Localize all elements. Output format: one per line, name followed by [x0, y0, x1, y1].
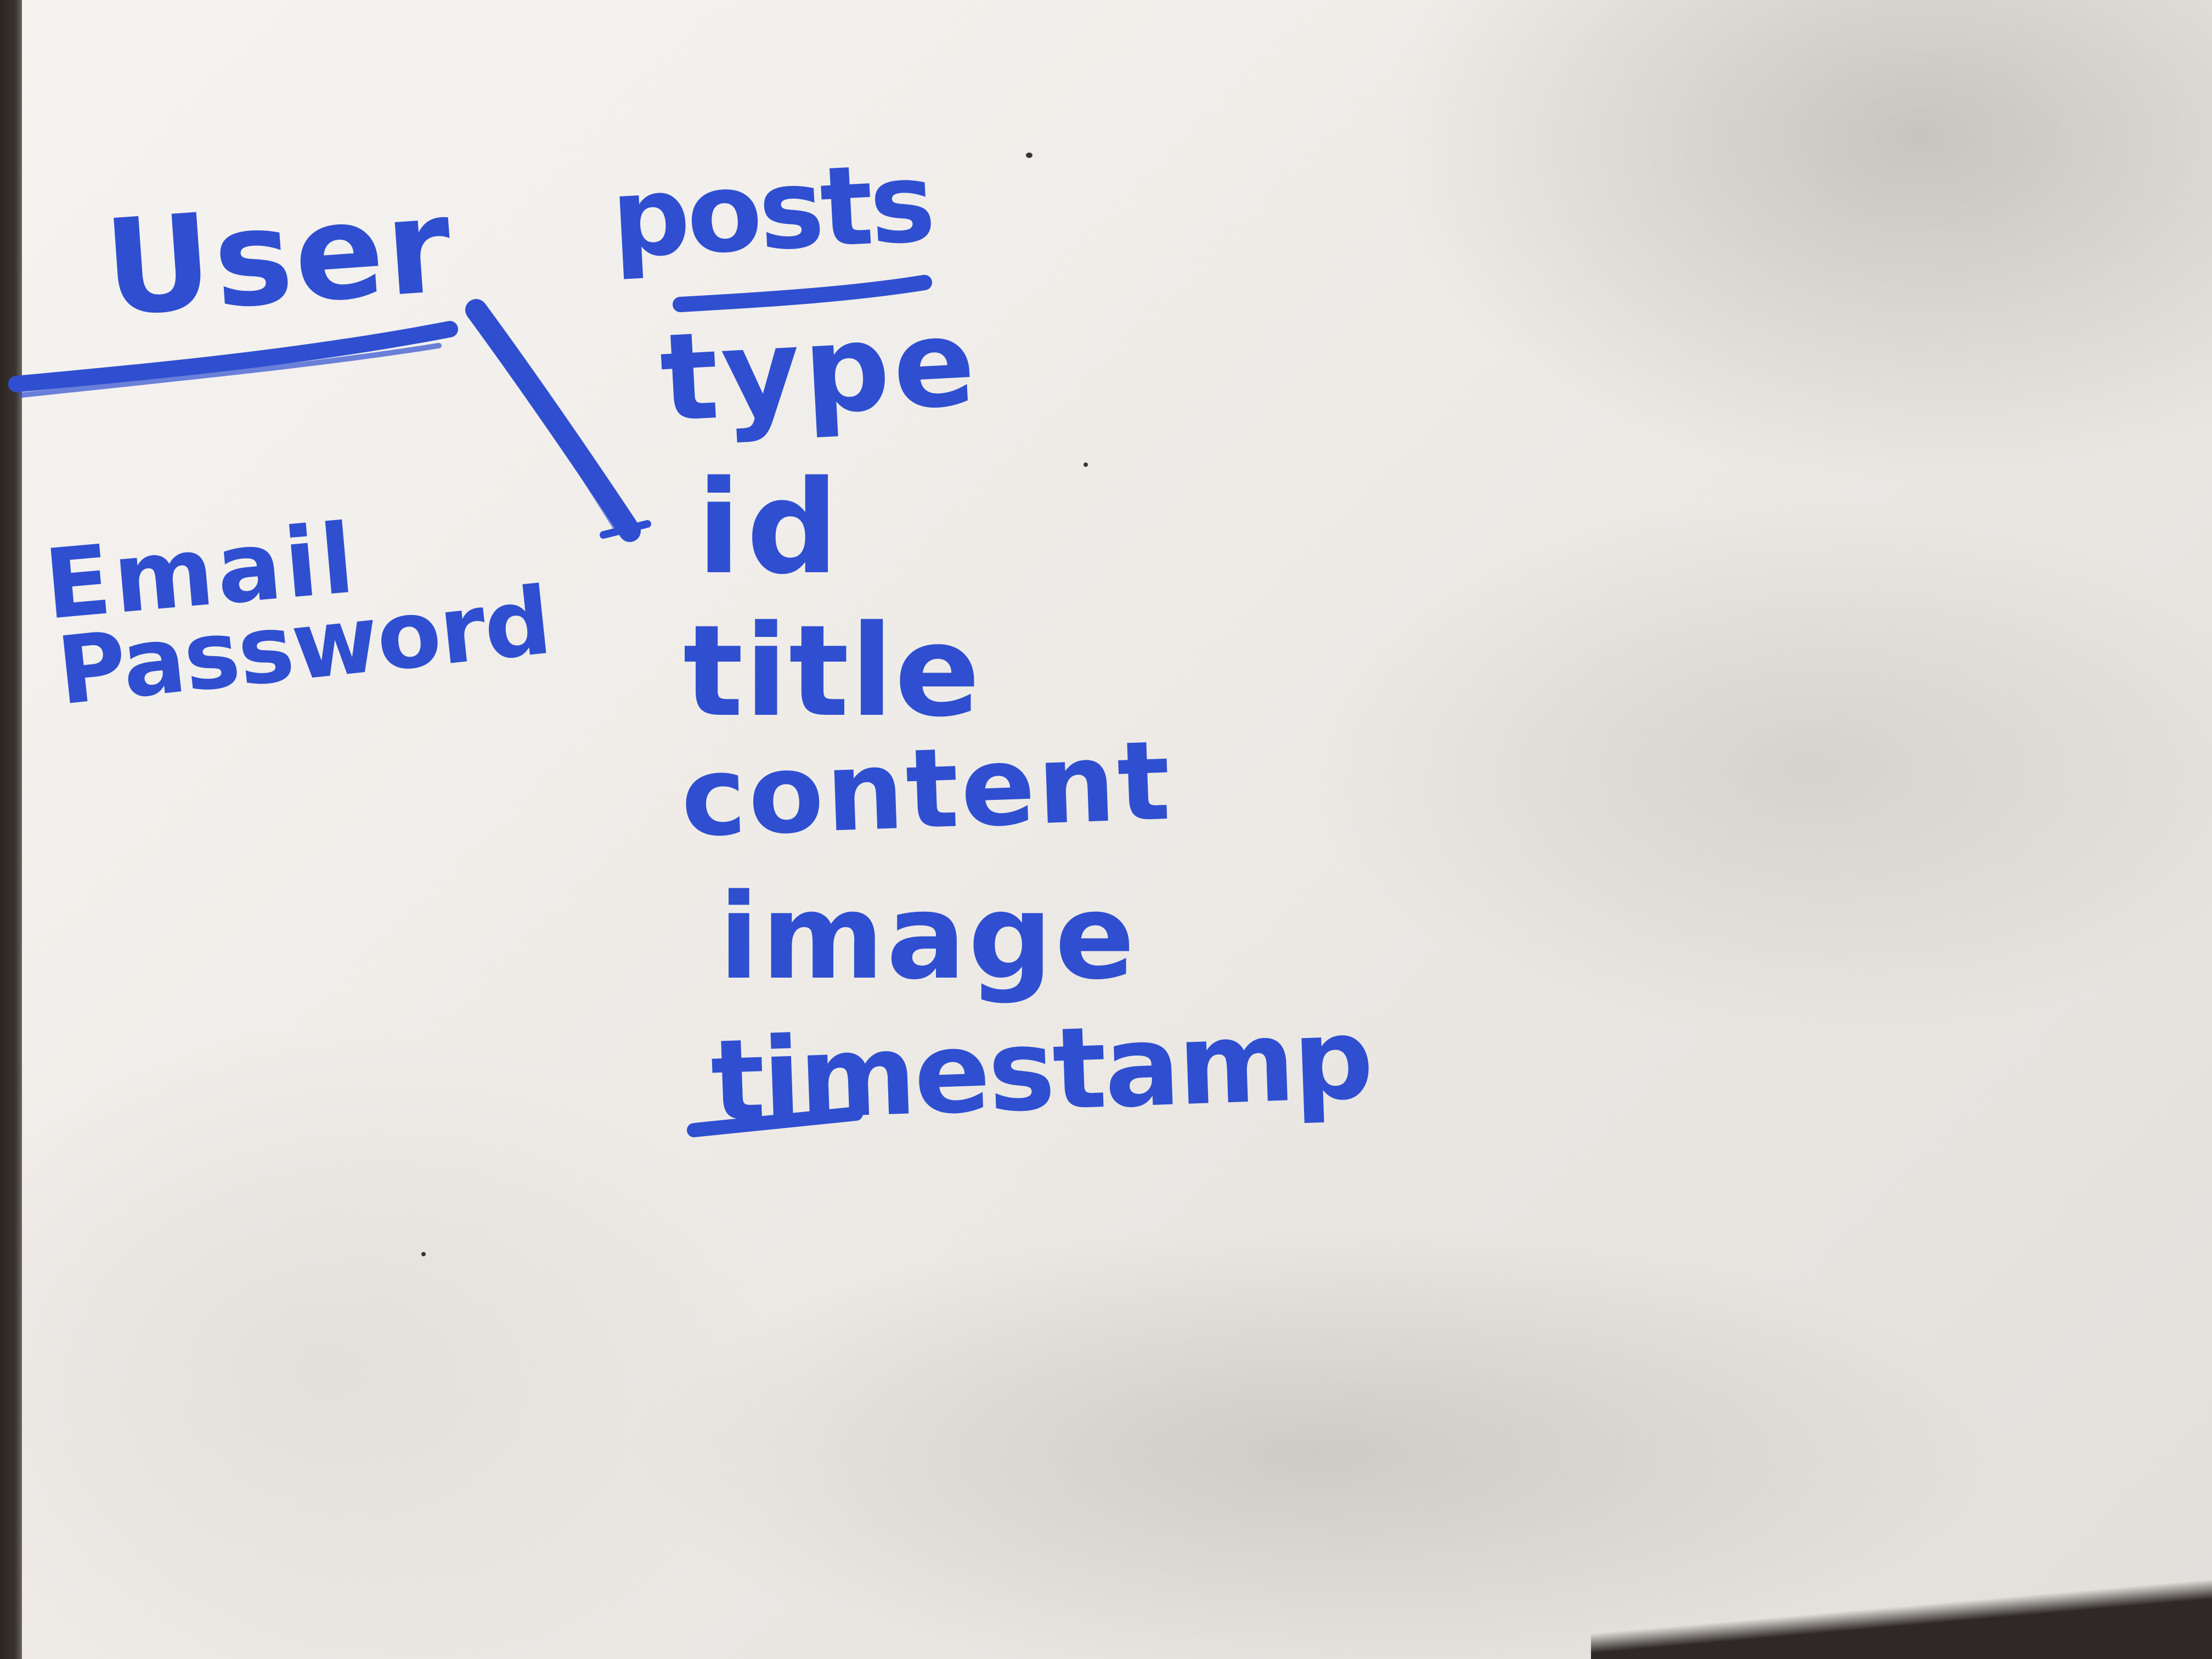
posts-entity-title: posts	[608, 138, 935, 283]
board-speck	[421, 1252, 426, 1256]
posts-field-content: content	[679, 716, 1175, 862]
posts-field-type: type	[657, 292, 982, 449]
posts-entity-underline	[673, 275, 932, 312]
table-edge-bottom	[1591, 1580, 2212, 1659]
posts-field-timestamp: timestamp	[709, 994, 1374, 1147]
user-entity-underline	[8, 321, 458, 398]
table-edge-left	[0, 0, 22, 1659]
board-speck	[1084, 462, 1088, 467]
relationship-connector-line	[465, 299, 651, 542]
timestamp-crossbar	[687, 1107, 863, 1137]
posts-field-id: id	[697, 453, 844, 603]
posts-field-title: title	[683, 599, 981, 745]
user-entity-title: User	[99, 168, 458, 346]
posts-field-image: image	[719, 868, 1137, 1006]
board-speck	[1026, 153, 1032, 158]
